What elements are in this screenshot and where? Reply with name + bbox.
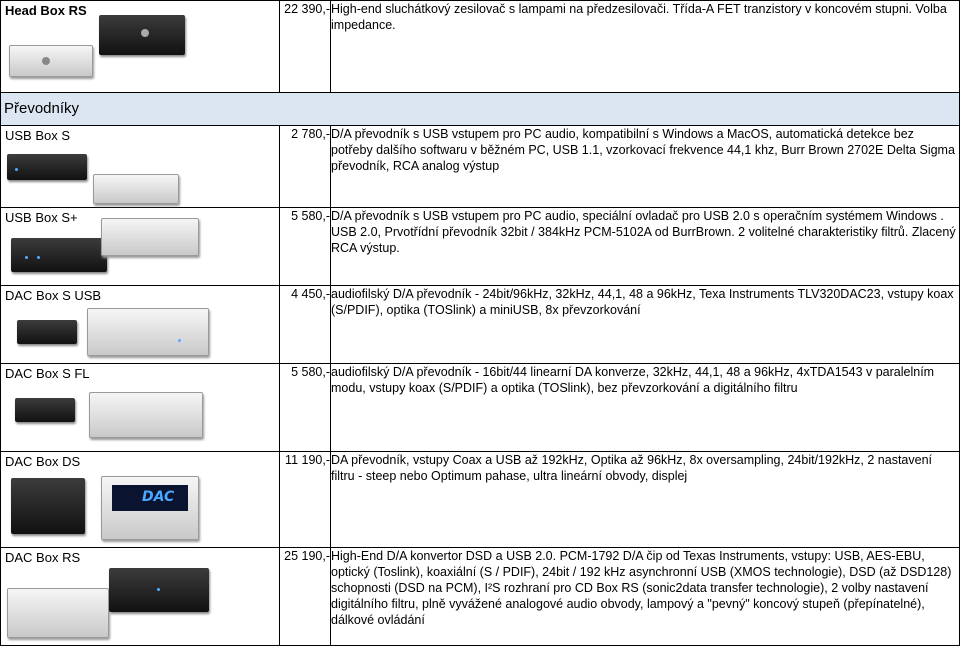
product-cell: DAC Box S USB [0,285,280,364]
table-row: USB Box S+ 5 580,- D/A převodník s USB v… [0,207,960,286]
product-price: 22 390,- [279,0,331,93]
product-cell: USB Box S [0,125,280,208]
product-name: DAC Box DS [5,454,81,469]
product-price: 4 450,- [279,285,331,364]
section-header-row: Převodníky [0,92,960,126]
product-cell: DAC Box RS [0,547,280,646]
product-price: 25 190,- [279,547,331,646]
product-cell: Head Box RS [0,0,280,93]
section-title: Převodníky [4,100,80,117]
product-price: 5 580,- [279,363,331,452]
product-name: USB Box S [5,128,71,143]
table-row: DAC Box S FL 5 580,- audiofilský D/A pře… [0,363,960,452]
product-name: DAC Box RS [5,550,81,565]
product-description: High-End D/A konvertor DSD a USB 2.0. PC… [330,547,960,646]
product-name: USB Box S+ [5,210,78,225]
product-description: D/A převodník s USB vstupem pro PC audio… [330,207,960,286]
product-price: 2 780,- [279,125,331,208]
product-cell: DAC Box DS DAC [0,451,280,548]
table-row: USB Box S 2 780,- D/A převodník s USB vs… [0,125,960,208]
table-row: DAC Box S USB 4 450,- audiofilský D/A př… [0,285,960,364]
table-row: DAC Box RS 25 190,- High-End D/A konvert… [0,547,960,646]
product-cell: USB Box S+ [0,207,280,286]
product-name: DAC Box S USB [5,288,102,303]
product-price: 5 580,- [279,207,331,286]
table-row: Head Box RS 22 390,- High-end sluchátkov… [0,0,960,93]
product-name: DAC Box S FL [5,366,90,381]
product-name: Head Box RS [5,3,87,18]
product-price: 11 190,- [279,451,331,548]
table-row: DAC Box DS DAC 11 190,- DA převodník, vs… [0,451,960,548]
dac-display-text: DAC [142,489,175,505]
product-description: audiofilský D/A převodník - 16bit/44 lin… [330,363,960,452]
product-cell: DAC Box S FL [0,363,280,452]
product-description: DA převodník, vstupy Coax a USB až 192kH… [330,451,960,548]
product-description: audiofilský D/A převodník - 24bit/96kHz,… [330,285,960,364]
product-description: High-end sluchátkový zesilovač s lampami… [330,0,960,93]
product-description: D/A převodník s USB vstupem pro PC audio… [330,125,960,208]
